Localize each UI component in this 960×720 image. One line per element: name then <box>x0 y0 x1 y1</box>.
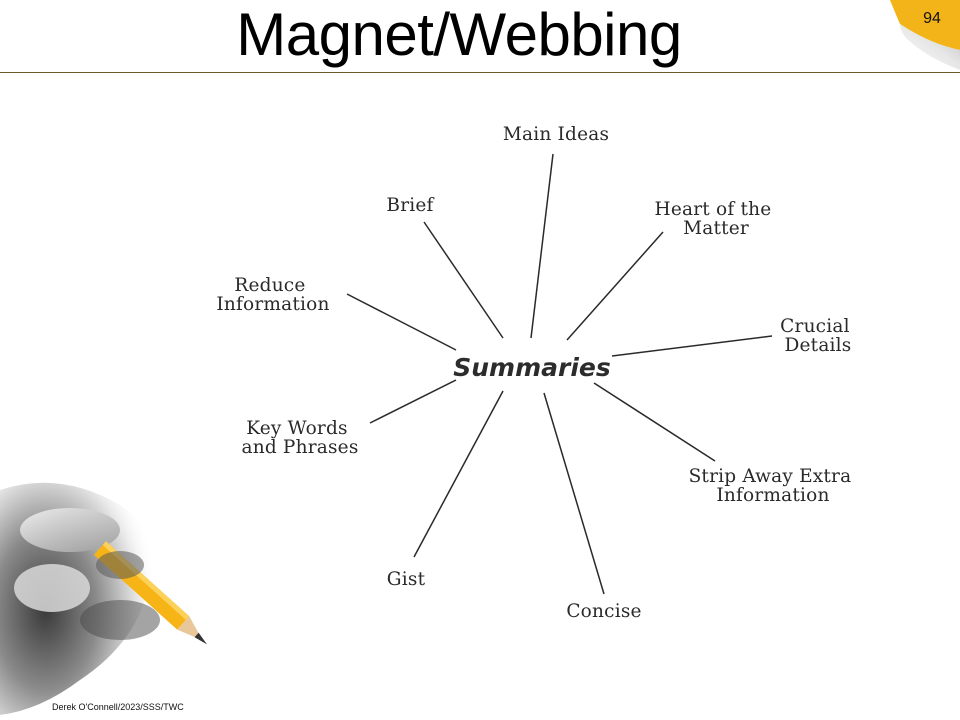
page-number: 94 <box>923 10 941 27</box>
spoke-crucial-details <box>611 335 773 357</box>
node-reduce-information: Reduce Information <box>216 275 329 315</box>
node-brief: Brief <box>386 195 434 216</box>
node-crucial-details: Crucial Details <box>780 316 856 356</box>
spoke-heart-of-the-matter <box>566 231 664 341</box>
node-line: Heart of the <box>655 199 772 220</box>
node-line: Reduce <box>234 275 305 296</box>
page-curl-icon <box>890 0 960 70</box>
node-line: Main Ideas <box>503 124 609 145</box>
title-divider <box>0 72 960 73</box>
footer-credit: Derek O'Connell/2023/SSS/TWC <box>52 702 184 712</box>
spoke-reduce-information <box>346 293 457 351</box>
spoke-main-ideas <box>530 153 554 339</box>
hub-label: Summaries <box>453 353 611 382</box>
node-key-words-and-phrases: Key Words and Phrases <box>241 418 358 458</box>
node-heart-of-the-matter: Heart of the Matter <box>655 199 778 239</box>
node-line: Matter <box>683 218 749 239</box>
hand-pencil-icon <box>0 482 208 715</box>
spoke-concise <box>543 392 605 595</box>
node-main-ideas: Main Ideas <box>503 124 609 145</box>
spoke-key-words <box>369 379 457 424</box>
slide-title: Magnet/Webbing <box>236 1 682 68</box>
node-line: Information <box>216 294 329 315</box>
node-line: Gist <box>387 569 426 590</box>
node-gist: Gist <box>387 569 426 590</box>
node-line: Information <box>716 485 829 506</box>
node-line: Details <box>785 335 852 356</box>
spoke-brief <box>423 221 504 339</box>
spoke-strip-away <box>593 382 716 462</box>
node-line: Strip Away Extra <box>689 466 852 487</box>
node-line: Key Words <box>246 418 347 439</box>
node-line: Brief <box>386 195 434 216</box>
node-line: and Phrases <box>241 437 358 458</box>
node-concise: Concise <box>566 601 641 622</box>
node-line: Concise <box>566 601 641 622</box>
node-strip-away-extra-information: Strip Away Extra Information <box>689 466 858 506</box>
spoke-gist <box>413 390 504 558</box>
node-line: Crucial <box>780 316 850 337</box>
